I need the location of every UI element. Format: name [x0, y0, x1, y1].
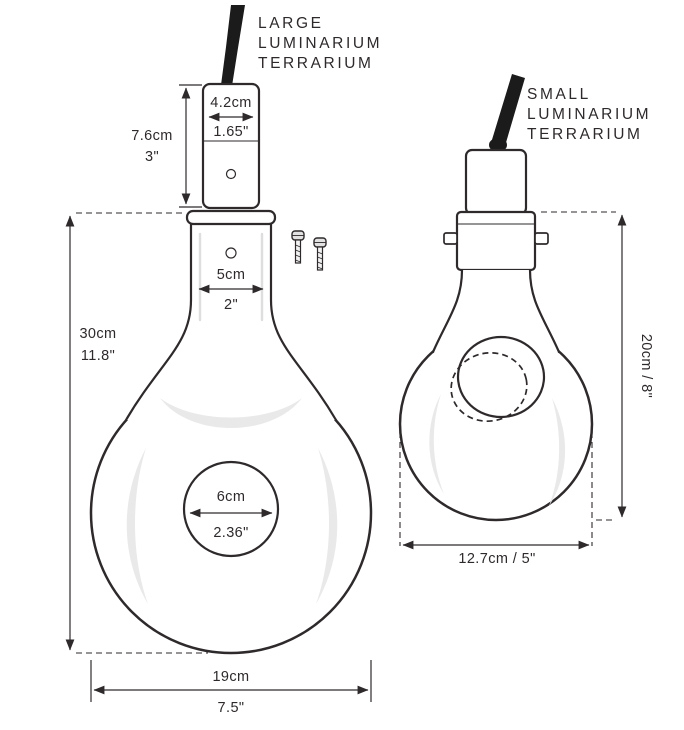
large-hanging-cord — [221, 5, 245, 86]
screw-illustration-2 — [313, 237, 327, 271]
large-socket-height-in-label: 3" — [145, 149, 159, 165]
large-title-line1: LARGE — [258, 15, 324, 32]
small-neck-wall-left — [431, 268, 464, 354]
large-title-line2: LUMINARIUM — [258, 35, 382, 52]
small-terrarium-drawing: 20cm / 8" 12.7cm / 5" SMALL LUMINARIUM T… — [398, 74, 654, 567]
large-width-in-label: 7.5" — [218, 700, 245, 716]
large-title-line3: TERRARIUM — [258, 55, 374, 72]
large-neck-screw-hole — [225, 247, 237, 259]
large-width-cm-label: 19cm — [212, 669, 249, 685]
large-height-in-label: 11.8" — [81, 348, 115, 364]
large-neck-width-in-label: 2" — [224, 297, 238, 313]
small-title-line3: TERRARIUM — [527, 126, 643, 143]
screw-shaft — [294, 239, 302, 264]
small-height-label: 20cm / 8" — [638, 334, 654, 398]
small-globe-hole-front — [456, 335, 546, 419]
large-height-cm-label: 30cm — [79, 326, 116, 342]
large-title: LARGE LUMINARIUM TERRARIUM — [258, 15, 382, 72]
small-width-label: 12.7cm / 5" — [458, 551, 535, 567]
large-glass-highlight-shoulder — [160, 398, 302, 428]
large-socket-screw-hole — [225, 168, 237, 180]
large-terrarium-drawing: 4.2cm 1.65" 7.6cm 3" 5cm 2" 6cm 2.36" — [65, 5, 382, 716]
large-socket-width-in-label: 1.65" — [213, 124, 248, 140]
large-neck-width-cm-label: 5cm — [217, 267, 246, 283]
small-title-line1: SMALL — [527, 86, 591, 103]
small-neck-wall-right — [528, 268, 561, 354]
large-neck-fill — [126, 224, 336, 420]
large-glass-highlight-right — [316, 448, 338, 604]
small-hanging-cord — [491, 74, 525, 146]
large-glass-highlight-left — [126, 448, 148, 604]
small-title: SMALL LUMINARIUM TERRARIUM — [527, 86, 651, 143]
large-neck-rim — [185, 209, 277, 226]
large-socket-height-cm-label: 7.6cm — [131, 128, 173, 144]
small-cord-knot — [489, 138, 507, 152]
small-side-screw-left — [443, 232, 458, 245]
large-globe-hole — [182, 460, 280, 558]
small-title-line2: LUMINARIUM — [527, 106, 651, 123]
small-glass-highlight-right — [549, 398, 566, 506]
small-glass-highlight-left — [429, 394, 444, 494]
small-socket-collar — [455, 210, 537, 272]
large-neck-wall-right — [269, 222, 338, 422]
large-neck-wall-left — [124, 222, 193, 422]
small-socket-body — [464, 148, 528, 216]
large-hole-in-label: 2.36" — [213, 525, 248, 541]
small-side-screw-right — [534, 232, 549, 245]
small-globe-hole-back-dashed — [450, 351, 528, 423]
large-hole-cm-label: 6cm — [217, 489, 246, 505]
screw-illustration — [291, 230, 305, 264]
large-socket-width-cm-label: 4.2cm — [210, 95, 252, 111]
small-neck-fill — [433, 270, 559, 352]
